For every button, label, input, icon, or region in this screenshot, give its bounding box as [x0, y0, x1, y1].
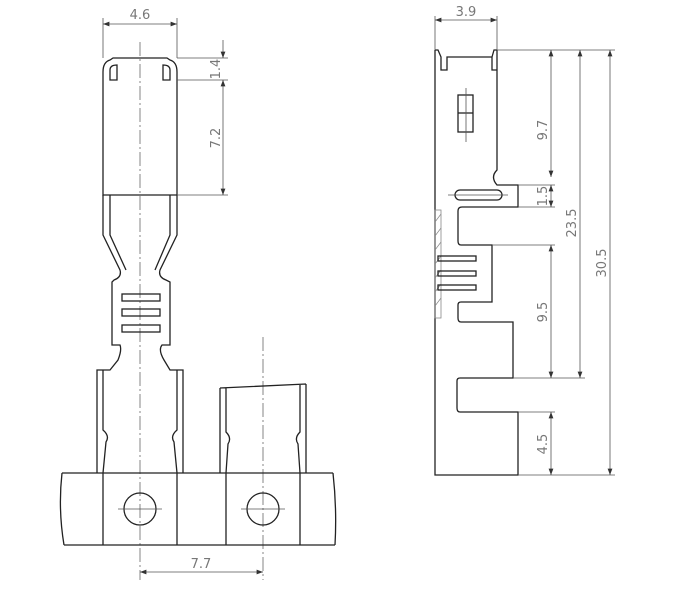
dim-width: 4.6 [130, 8, 151, 23]
side-view: 3.9 9.7 1.5 23.5 30.5 9.5 4.5 [434, 5, 615, 476]
dim-box: 7.2 [209, 128, 224, 149]
rib [121, 308, 161, 317]
front-view: 4.6 1.4 7.2 7.7 [59, 8, 337, 580]
dim-carrier: 4.5 [536, 434, 551, 455]
rib [121, 293, 161, 302]
dim-crimp: 9.5 [536, 302, 551, 323]
second-terminal [219, 383, 307, 474]
dim-tip: 1.4 [209, 59, 224, 80]
transition-outline [96, 195, 184, 473]
rib [437, 270, 477, 277]
dim-pitch: 7.7 [191, 557, 212, 572]
inner-lines [102, 195, 178, 474]
side-outline [434, 50, 519, 476]
dim-overall-length: 30.5 [595, 249, 610, 278]
receptacle-box [102, 57, 178, 196]
rib [121, 324, 161, 333]
top-notch [435, 49, 497, 71]
dim-top-to-slot: 9.7 [536, 120, 551, 141]
rib [437, 284, 477, 291]
dim-slot: 1.5 [536, 186, 551, 207]
carrier-strip [59, 472, 337, 546]
dim-thickness: 3.9 [456, 5, 477, 20]
box-tabs [109, 64, 171, 81]
rib [437, 255, 477, 262]
dim-contact-length: 23.5 [565, 209, 580, 238]
